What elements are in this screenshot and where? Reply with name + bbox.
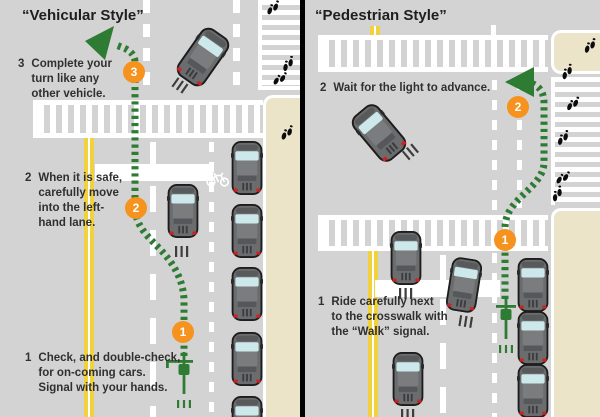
step-line: When it is safe, [38, 172, 123, 184]
step-number: 1 [25, 352, 32, 364]
bike-lane-dash-left [209, 142, 214, 417]
step-line: carefully move [38, 187, 119, 199]
lane-dash-left-top-a [143, 0, 150, 96]
bike-lane-icon [206, 172, 230, 187]
panel-divider [300, 0, 305, 417]
step-number: 2 [320, 82, 327, 94]
sidewalk-corner-right-top [551, 30, 600, 74]
step-marker-1-pedestrian: 1 [494, 229, 516, 251]
center-line-right [368, 251, 378, 417]
step-marker-2-vehicular: 2 [125, 197, 147, 219]
parked-car [231, 396, 263, 417]
sidewalk-right-bottom [551, 208, 600, 417]
center-line-left [84, 138, 94, 417]
step-text-3-vehicular: 3 Complete your turn like any other vehi… [18, 57, 112, 102]
driving-car [390, 231, 422, 285]
motion-lines [175, 246, 189, 257]
step-line: Ride carefully next [331, 296, 434, 308]
bike-lane-dash-right-lower [492, 253, 497, 417]
step-number: 3 [18, 58, 25, 70]
step-text-2-vehicular: 2 When it is safe, carefully move into t… [25, 171, 122, 231]
crosswalk-left-main [33, 100, 263, 138]
crosswalk-right-north [318, 35, 548, 72]
panel-title-pedestrian: “Pedestrian Style” [315, 7, 447, 24]
parked-car [231, 141, 263, 195]
step-text-1-pedestrian: 1 Ride carefully next to the crosswalk w… [318, 295, 448, 340]
sidewalk-left [263, 95, 300, 417]
footprints-icon [280, 124, 294, 141]
step-line: Check, and double-check, [38, 352, 181, 364]
footprints-icon [556, 129, 570, 146]
cyclist-icon [496, 297, 516, 353]
step-marker-2-pedestrian: 2 [507, 96, 529, 118]
footprints-icon [584, 37, 597, 54]
step-line: Signal with your hands. [38, 382, 168, 394]
lane-dash-right [440, 255, 446, 417]
driving-car [392, 352, 424, 406]
parked-car [231, 267, 263, 321]
step-line: turn like any [31, 73, 100, 85]
footprints-icon [560, 62, 575, 81]
step-line: into the left- [38, 202, 105, 214]
motion-lines [458, 314, 474, 328]
step-line: hand lane. [38, 217, 96, 229]
motion-lines [401, 409, 415, 417]
step-number: 2 [25, 172, 32, 184]
step-text-1-vehicular: 1 Check, and double-check, for on-coming… [25, 351, 180, 396]
panel-title-vehicular: “Vehicular Style” [22, 7, 144, 24]
route-arrow-vehicular [85, 26, 114, 60]
step-text-2-pedestrian: 2 Wait for the light to advance. [320, 81, 490, 96]
step-marker-1-vehicular: 1 [172, 321, 194, 343]
lane-dash-left-top-b [233, 0, 240, 96]
parked-car [231, 332, 263, 386]
parked-car [517, 364, 549, 417]
step-line: the “Walk” signal. [331, 326, 430, 338]
step-marker-3-vehicular: 3 [123, 61, 145, 83]
turning-car [347, 99, 411, 167]
driving-car [167, 184, 199, 238]
step-line: to the crosswalk with [331, 311, 448, 323]
lane-dash-right-top-sliver [491, 25, 496, 35]
step-line: for on-coming cars. [38, 367, 146, 379]
step-number: 1 [318, 296, 325, 308]
center-line-right-top-sliver [370, 26, 380, 35]
step-line: Complete your [31, 58, 112, 70]
step-line: other vehicle. [31, 88, 106, 100]
parked-car [231, 204, 263, 258]
driving-car [443, 255, 485, 315]
footprints-icon [266, 0, 281, 16]
bike-lane-dash-right-upper [492, 80, 497, 212]
footprints-icon [566, 94, 581, 112]
step-line: Wait for the light to advance. [333, 82, 491, 94]
